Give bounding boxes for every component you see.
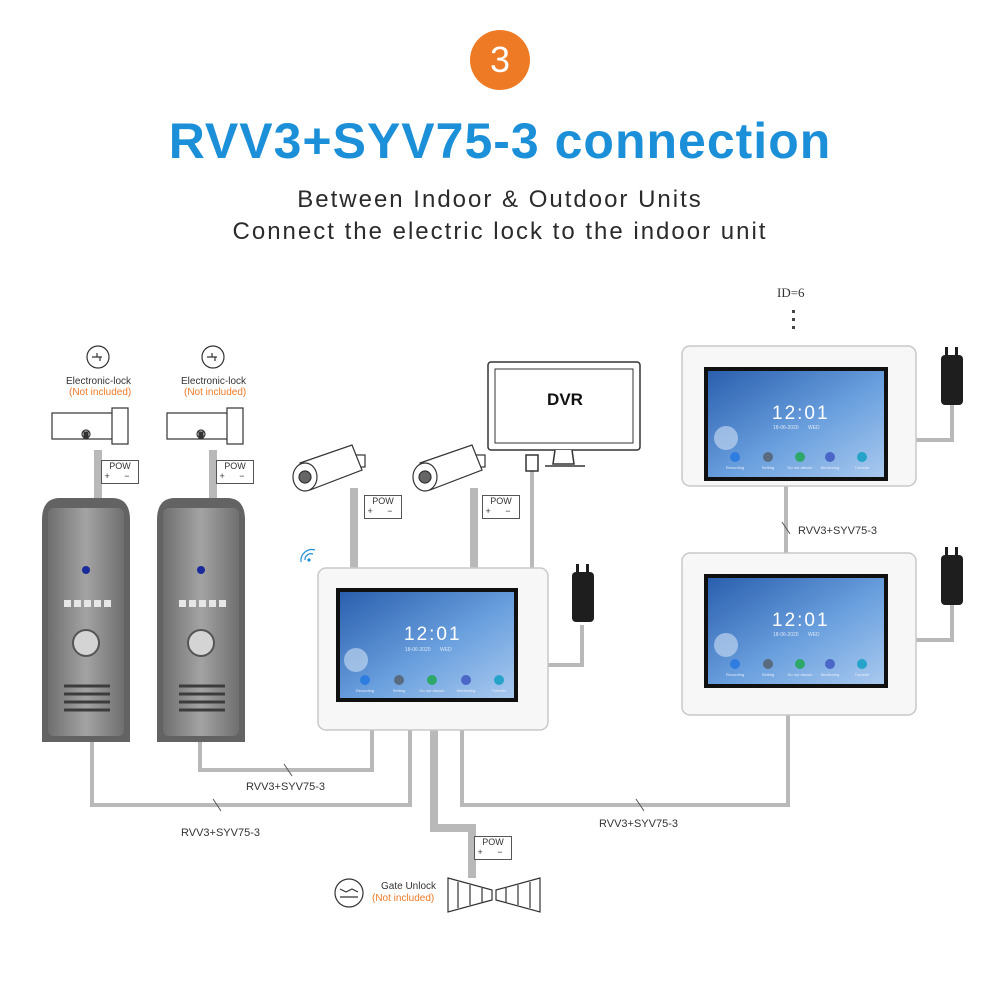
- pow-label: POW: [109, 461, 131, 471]
- app-label: Monitoring: [456, 688, 476, 693]
- pow-box: POW + −: [216, 460, 254, 484]
- wire-label: RVV3+SYV75-3: [181, 827, 260, 839]
- pow-box: POW + −: [474, 836, 512, 860]
- screen-clock: 12:01: [772, 403, 830, 424]
- subtitle-line-2: Connect the electric lock to the indoor …: [232, 218, 768, 245]
- app-label: Do not disturb: [787, 465, 813, 470]
- pow-polarity: + −: [367, 506, 399, 516]
- app-label: Recording: [725, 465, 745, 470]
- pow-label: POW: [482, 837, 504, 847]
- wifi-icon: [300, 548, 316, 563]
- screen-day: WED: [440, 647, 452, 653]
- app-label: Setting: [761, 465, 775, 470]
- more-units-dots: [792, 310, 795, 329]
- lock-icon: [166, 345, 244, 445]
- wire-label: RVV3+SYV75-3: [798, 525, 877, 537]
- wire-label: RVV3+SYV75-3: [246, 781, 325, 793]
- pow-polarity: + −: [485, 506, 517, 516]
- power-adapter-icon: [941, 347, 963, 405]
- app-label: Monitoring: [820, 672, 840, 677]
- screen-day: WED: [808, 425, 820, 431]
- pow-box: POW + −: [364, 495, 402, 519]
- pow-polarity: + −: [104, 471, 136, 481]
- dvr-label: DVR: [547, 390, 583, 409]
- app-label: Transfer: [854, 465, 870, 470]
- dvr-icon: [487, 361, 641, 472]
- page-title: RVV3+SYV75-3 connection: [168, 113, 832, 169]
- pow-box: POW + −: [482, 495, 520, 519]
- lock-not-included: (Not included): [69, 387, 132, 398]
- screen-clock: 12:01: [404, 624, 462, 645]
- app-icons: [360, 452, 867, 685]
- lock-icon: [51, 345, 129, 445]
- doorbell-icon: [157, 498, 245, 742]
- gate-not-included: (Not included): [372, 893, 435, 904]
- screen-date: 18-06-2020: [773, 425, 799, 431]
- camera-icon: [292, 444, 366, 492]
- screen-date: 18-06-2020: [405, 647, 431, 653]
- lock-label: Electronic-lock: [66, 376, 132, 387]
- step-badge: 3: [470, 30, 530, 90]
- pow-label: POW: [224, 461, 246, 471]
- app-label: Recording: [355, 688, 375, 693]
- subtitle-line-1: Between Indoor & Outdoor Units: [297, 186, 703, 213]
- lock-label: Electronic-lock: [181, 376, 247, 387]
- app-label: Do not disturb: [419, 688, 445, 693]
- app-label: Transfer: [854, 672, 870, 677]
- app-label: Recording: [725, 672, 745, 677]
- app-label: Transfer: [491, 688, 507, 693]
- app-label: Setting: [761, 672, 775, 677]
- pow-box: POW + −: [101, 460, 139, 484]
- power-adapter-icon: [572, 564, 594, 622]
- app-label: Setting: [392, 688, 406, 693]
- camera-icon: [412, 444, 486, 492]
- screen-date: 18-06-2020: [773, 632, 799, 638]
- pow-polarity: + −: [477, 847, 509, 857]
- lock-not-included: (Not included): [184, 387, 247, 398]
- wires: [90, 405, 954, 878]
- doorbell-icon: [42, 498, 130, 742]
- screen-clock: 12:01: [772, 610, 830, 631]
- app-label: Do not disturb: [787, 672, 813, 677]
- wire-label: RVV3+SYV75-3: [599, 818, 678, 830]
- id-label: ID=6: [777, 285, 805, 300]
- pow-label: POW: [490, 496, 512, 506]
- power-adapter-icon: [941, 547, 963, 605]
- main-monitor-icon: [317, 567, 549, 731]
- app-label: Monitoring: [820, 465, 840, 470]
- pow-label: POW: [372, 496, 394, 506]
- screen-day: WED: [808, 632, 820, 638]
- pow-polarity: + −: [219, 471, 251, 481]
- gate-icon: [334, 877, 541, 913]
- indoor-monitor-icon: [681, 552, 917, 716]
- gate-label: Gate Unlock: [381, 881, 437, 892]
